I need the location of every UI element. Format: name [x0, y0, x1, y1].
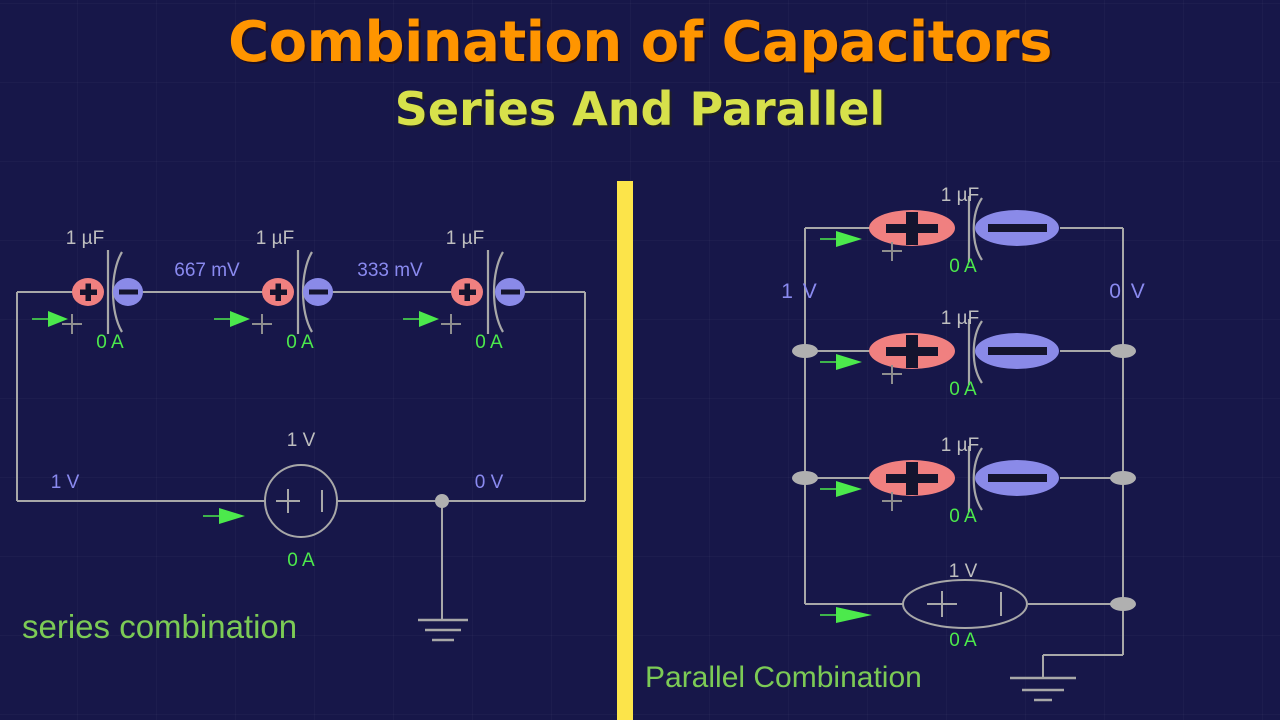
source-plus-terminal: [927, 591, 957, 617]
current-arrow: [403, 311, 439, 327]
parallel-capacitor-2[interactable]: 1 µF 0 A: [820, 308, 1059, 400]
terminal-plus-marker: [441, 314, 461, 334]
source-plus-terminal: [276, 489, 300, 513]
parallel-capacitor-3[interactable]: 1 µF 0 A: [820, 435, 1059, 527]
plus-bar-v: [906, 335, 918, 368]
plus-bar-v: [906, 462, 918, 495]
capacitor-current-label: 0 A: [949, 506, 977, 527]
current-arrow: [820, 354, 862, 370]
parallel-junction-dots: [792, 344, 1136, 611]
junction-dot: [792, 471, 818, 485]
current-arrow: [203, 508, 245, 524]
series-caption: series combination: [22, 608, 298, 645]
series-circuit-diagram: 1 µF 0 A 1 µF 0 A: [16, 228, 586, 642]
current-arrow: [820, 481, 862, 497]
node-voltage-667mv: 667 mV: [174, 260, 240, 281]
vertical-divider-bar: [617, 181, 633, 720]
series-voltage-source[interactable]: 1 V 0 A: [203, 430, 338, 571]
node-voltage-1v: 1 V: [781, 280, 819, 303]
parallel-caption: Parallel Combination: [645, 661, 922, 694]
terminal-plus-marker: [252, 314, 272, 334]
series-capacitor-1[interactable]: 1 µF 0 A: [32, 228, 143, 353]
current-arrow: [820, 231, 862, 247]
ground-symbol: [418, 494, 468, 642]
series-capacitor-2[interactable]: 1 µF 0 A: [214, 228, 333, 353]
capacitor-current-label: 0 A: [949, 256, 977, 277]
series-capacitor-3[interactable]: 1 µF 0 A: [403, 228, 525, 353]
current-arrow: [214, 311, 250, 327]
page-title: Combination of Capacitors: [228, 10, 1052, 75]
current-arrow: [820, 607, 872, 623]
capacitor-current-label: 0 A: [949, 379, 977, 400]
plus-bar-v: [85, 283, 91, 301]
minus-bar: [988, 474, 1047, 482]
node-voltage-333mv: 333 mV: [357, 260, 423, 281]
node-voltage-0v: 0 V: [475, 472, 504, 493]
terminal-plus-marker: [882, 365, 902, 384]
terminal-plus-marker: [882, 492, 902, 511]
minus-bar: [309, 289, 328, 295]
plus-bar-v: [906, 212, 918, 245]
terminal-plus-marker: [62, 314, 82, 334]
plus-bar-v: [464, 283, 470, 301]
junction-dot: [1110, 471, 1136, 485]
capacitor-current-label: 0 A: [475, 332, 503, 353]
minus-bar: [501, 289, 520, 295]
minus-bar: [119, 289, 138, 295]
node-voltage-1v: 1 V: [51, 472, 80, 493]
source-voltage-label: 1 V: [949, 561, 978, 582]
current-arrow: [32, 311, 68, 327]
minus-bar: [988, 224, 1047, 232]
junction-dot: [1110, 344, 1136, 358]
capacitor-value-label: 1 µF: [941, 308, 979, 329]
page-subtitle: Series And Parallel: [394, 81, 886, 136]
capacitor-value-label: 1 µF: [941, 185, 979, 206]
capacitor-current-label: 0 A: [286, 332, 314, 353]
parallel-capacitor-1[interactable]: 1 µF 0 A: [820, 185, 1059, 277]
source-current-label: 0 A: [949, 630, 977, 651]
source-current-label: 0 A: [287, 550, 315, 571]
terminal-plus-marker: [882, 242, 902, 261]
parallel-voltage-source[interactable]: 1 V 0 A: [820, 561, 1028, 651]
node-voltage-0v: 0 V: [1109, 280, 1147, 303]
capacitor-current-label: 0 A: [96, 332, 124, 353]
junction-dot: [792, 344, 818, 358]
capacitor-value-label: 1 µF: [256, 228, 294, 249]
plus-bar-v: [275, 283, 281, 301]
capacitor-value-label: 1 µF: [446, 228, 484, 249]
minus-bar: [988, 347, 1047, 355]
title-block: Combination of Capacitors Series And Par…: [0, 0, 1280, 134]
source-voltage-label: 1 V: [287, 430, 316, 451]
parallel-ground-symbol: [1010, 654, 1123, 702]
junction-dot: [435, 494, 449, 508]
capacitor-value-label: 1 µF: [66, 228, 104, 249]
junction-dot: [1110, 597, 1136, 611]
capacitor-value-label: 1 µF: [941, 435, 979, 456]
